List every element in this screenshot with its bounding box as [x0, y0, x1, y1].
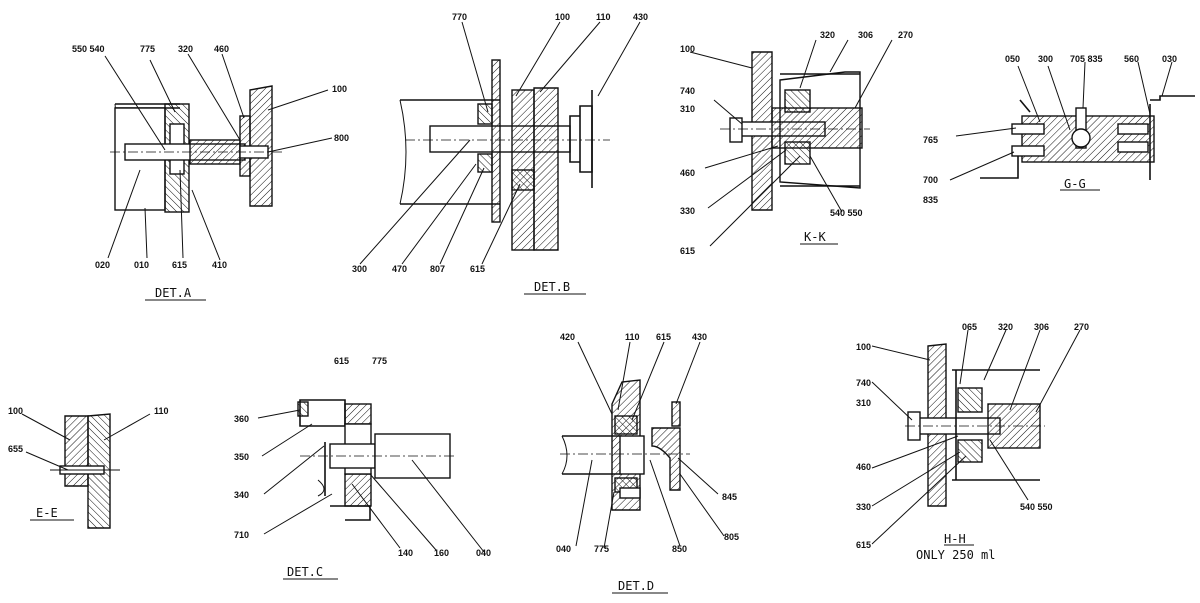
part-number: 100	[680, 44, 695, 54]
labels-det-b: 770 100 110 430 300 470 807 615	[352, 12, 648, 274]
detail-a	[110, 85, 285, 213]
part-number: 110	[596, 12, 611, 22]
part-number: 300	[1038, 54, 1053, 64]
title-g-g: G-G	[1064, 177, 1086, 191]
title-underlines	[30, 189, 1100, 594]
part-number: 540 550	[830, 208, 863, 218]
part-number: 100	[332, 84, 347, 94]
labels-h-h: 100 065 320 306 270 740 310 460 330 540 …	[856, 322, 1089, 550]
part-number: 320	[178, 44, 193, 54]
part-number: 460	[856, 462, 871, 472]
part-number: 560	[1124, 54, 1139, 64]
part-number: 807	[430, 264, 445, 274]
detail-b	[399, 59, 610, 251]
part-number: 270	[898, 30, 913, 40]
title-det-d: DET.D	[618, 579, 654, 593]
part-number: 030	[1162, 54, 1177, 64]
detail-c	[297, 399, 455, 521]
section-g-g	[980, 95, 1195, 180]
part-number: 430	[633, 12, 648, 22]
part-number: 320	[998, 322, 1013, 332]
part-number: 100	[555, 12, 570, 22]
part-number: 710	[234, 530, 249, 540]
labels-det-c: 615 775 360 350 340 710 140 160 040	[234, 356, 491, 558]
part-number: 065	[962, 322, 977, 332]
part-number: 010	[134, 260, 149, 270]
title-h-h: H-H	[944, 532, 966, 546]
part-number: 410	[212, 260, 227, 270]
title-det-a: DET.A	[155, 286, 192, 300]
part-number: 700	[923, 175, 938, 185]
part-number: 460	[680, 168, 695, 178]
part-number: 100	[8, 406, 23, 416]
part-number: 110	[625, 332, 640, 342]
part-number: 705 835	[1070, 54, 1103, 64]
part-number: 300	[352, 264, 367, 274]
section-e-e	[50, 413, 120, 529]
title-det-c: DET.C	[287, 565, 323, 579]
part-number: 330	[680, 206, 695, 216]
part-number: 775	[140, 44, 155, 54]
part-number: 460	[214, 44, 229, 54]
part-number: 110	[154, 406, 169, 416]
part-number: 340	[234, 490, 249, 500]
title-h-h-note: ONLY 250 ml	[916, 548, 995, 562]
part-number: 020	[95, 260, 110, 270]
title-k-k: K-K	[804, 230, 826, 244]
view-titles: DET.A DET.B K-K G-G E-E DET.C DET.D H-H …	[36, 177, 1086, 593]
part-number: 160	[434, 548, 449, 558]
part-number: 775	[594, 544, 609, 554]
part-number: 100	[856, 342, 871, 352]
part-number: 306	[1034, 322, 1049, 332]
part-number: 330	[856, 502, 871, 512]
part-number: 835	[923, 195, 938, 205]
detail-d	[560, 379, 690, 511]
part-number: 350	[234, 452, 249, 462]
part-number: 270	[1074, 322, 1089, 332]
part-number: 845	[722, 492, 737, 502]
part-number: 040	[476, 548, 491, 558]
part-number: 615	[172, 260, 187, 270]
part-number: 850	[672, 544, 687, 554]
title-e-e: E-E	[36, 506, 58, 520]
part-number: 470	[392, 264, 407, 274]
labels-g-g: 050 300 705 835 560 030 765 700 835	[923, 54, 1177, 205]
part-number: 615	[470, 264, 485, 274]
part-number: 140	[398, 548, 413, 558]
part-number: 775	[372, 356, 387, 366]
part-number: 615	[656, 332, 671, 342]
part-number: 740	[856, 378, 871, 388]
part-number: 765	[923, 135, 938, 145]
labels-e-e: 100 110 655	[8, 406, 169, 454]
title-det-b: DET.B	[534, 280, 570, 294]
part-number: 615	[856, 540, 871, 550]
part-number: 770	[452, 12, 467, 22]
part-number: 310	[680, 104, 695, 114]
part-number: 430	[692, 332, 707, 342]
labels-det-d: 420 110 615 430 845 805 040 775 850	[556, 332, 739, 554]
labels-det-a: 550 540 775 320 460 100 800 020 010 615 …	[72, 44, 349, 270]
part-number: 050	[1005, 54, 1020, 64]
section-h-h	[905, 343, 1045, 507]
labels-k-k: 100 320 306 270 740 310 460 330 615 540 …	[680, 30, 913, 256]
part-number: 320	[820, 30, 835, 40]
leader-lines	[21, 21, 1173, 553]
part-number: 615	[680, 246, 695, 256]
part-number: 655	[8, 444, 23, 454]
part-number: 800	[334, 133, 349, 143]
part-number: 420	[560, 332, 575, 342]
part-number: 540 550	[1020, 502, 1053, 512]
section-k-k	[720, 51, 870, 211]
part-number: 740	[680, 86, 695, 96]
part-number: 550 540	[72, 44, 105, 54]
part-number: 040	[556, 544, 571, 554]
part-number: 805	[724, 532, 739, 542]
part-number: 310	[856, 398, 871, 408]
part-number: 615	[334, 356, 349, 366]
part-number: 306	[858, 30, 873, 40]
part-number: 360	[234, 414, 249, 424]
